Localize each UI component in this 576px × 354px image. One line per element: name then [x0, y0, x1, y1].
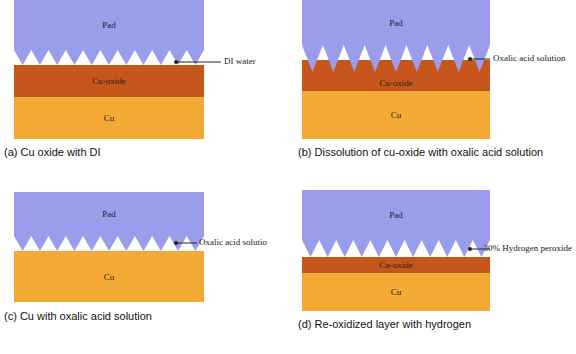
- layer-name: Cu: [104, 113, 115, 123]
- layer-name: Pad: [389, 18, 403, 28]
- layer-name: Pad: [102, 209, 116, 219]
- callout-label: Oxalic acid solution: [493, 53, 565, 63]
- cu-oxide-layer: Cu-oxide: [14, 65, 204, 97]
- cu-layer: Cu: [14, 251, 204, 302]
- panel-caption: (a) Cu oxide with DI: [4, 146, 304, 159]
- leader-line: [470, 59, 490, 60]
- panel-caption: (d) Re-oxidized layer with hydrogen: [298, 318, 570, 331]
- leader-line: [176, 243, 197, 244]
- layer-name: Pad: [102, 20, 116, 30]
- pad: Pad: [14, 192, 204, 236]
- pad: Pad: [14, 0, 204, 50]
- pad: Pad: [302, 0, 490, 45]
- callout-label: Oxalic acid solutio: [199, 237, 267, 247]
- callout-label: DI water: [224, 56, 256, 66]
- layer-name: Cu-oxide: [92, 76, 126, 86]
- layer-name: Cu: [391, 287, 402, 297]
- pad: Pad: [302, 190, 490, 240]
- layer-name: Cu: [104, 272, 115, 282]
- pad-asperities: [14, 236, 204, 251]
- panel-caption: (c) Cu with oxalic acid solution: [4, 310, 204, 323]
- callout-label: 30% Hydrogen peroxide: [484, 243, 572, 253]
- cu-layer: Cu: [14, 97, 204, 139]
- layer-name: Cu: [391, 110, 402, 120]
- cu-oxide-layer: Cu-oxide: [302, 74, 490, 91]
- layer-name: Cu-oxide: [379, 78, 413, 88]
- leader-line: [176, 62, 221, 63]
- cu-layer: Cu: [302, 273, 490, 311]
- cu-oxide-layer: Cu-oxide: [302, 257, 490, 273]
- pad-asperities: [14, 50, 204, 65]
- panel-caption: (b) Dissolution of cu-oxide with oxalic …: [298, 146, 570, 159]
- layer-name: Pad: [389, 210, 403, 220]
- cu-layer: Cu: [302, 91, 490, 139]
- layer-name: Cu-oxide: [379, 260, 413, 270]
- pad-asperities: [302, 45, 490, 72]
- pad-asperities: [302, 240, 490, 257]
